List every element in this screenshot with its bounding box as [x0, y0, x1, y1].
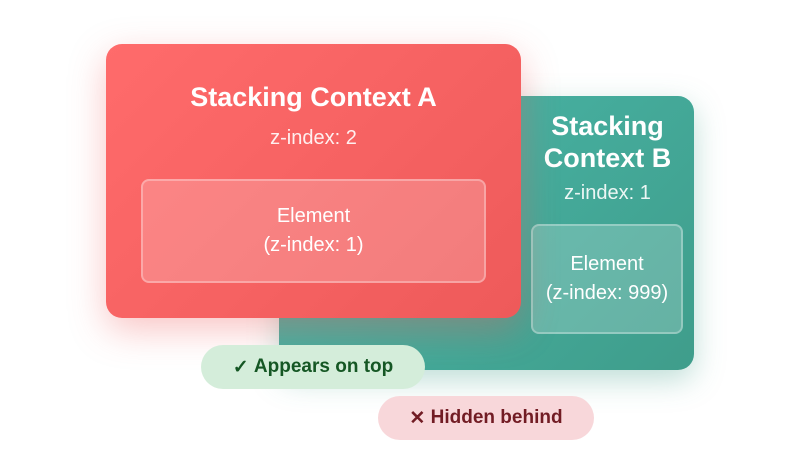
check-icon: ✓ — [232, 356, 249, 378]
context-a-element: Element (z-index: 1) — [141, 179, 486, 283]
context-a-z-index: z-index: 2 — [270, 127, 357, 149]
hidden-behind-badge: ✕ Hidden behind — [378, 396, 594, 440]
context-a-title: Stacking Context A — [190, 82, 437, 112]
context-b-element-label: Element — [570, 253, 644, 275]
context-b-element-z-index: (z-index: 999) — [545, 282, 669, 304]
appears-on-top-badge: ✓ Appears on top — [201, 345, 425, 389]
context-b-title: Stacking Context B — [543, 111, 672, 173]
context-b-z-index: z-index: 1 — [564, 182, 651, 204]
context-a-element-label: Element — [276, 205, 351, 227]
appears-on-top-label: Appears on top — [253, 356, 394, 377]
stacking-context-a: Stacking Context A z-index: 2 Element (z… — [106, 44, 521, 318]
hidden-behind-label: Hidden behind — [430, 407, 563, 428]
context-b-element: Element (z-index: 999) — [531, 224, 683, 334]
close-icon: ✕ — [409, 407, 426, 429]
context-a-element-z-index: (z-index: 1) — [263, 234, 364, 256]
